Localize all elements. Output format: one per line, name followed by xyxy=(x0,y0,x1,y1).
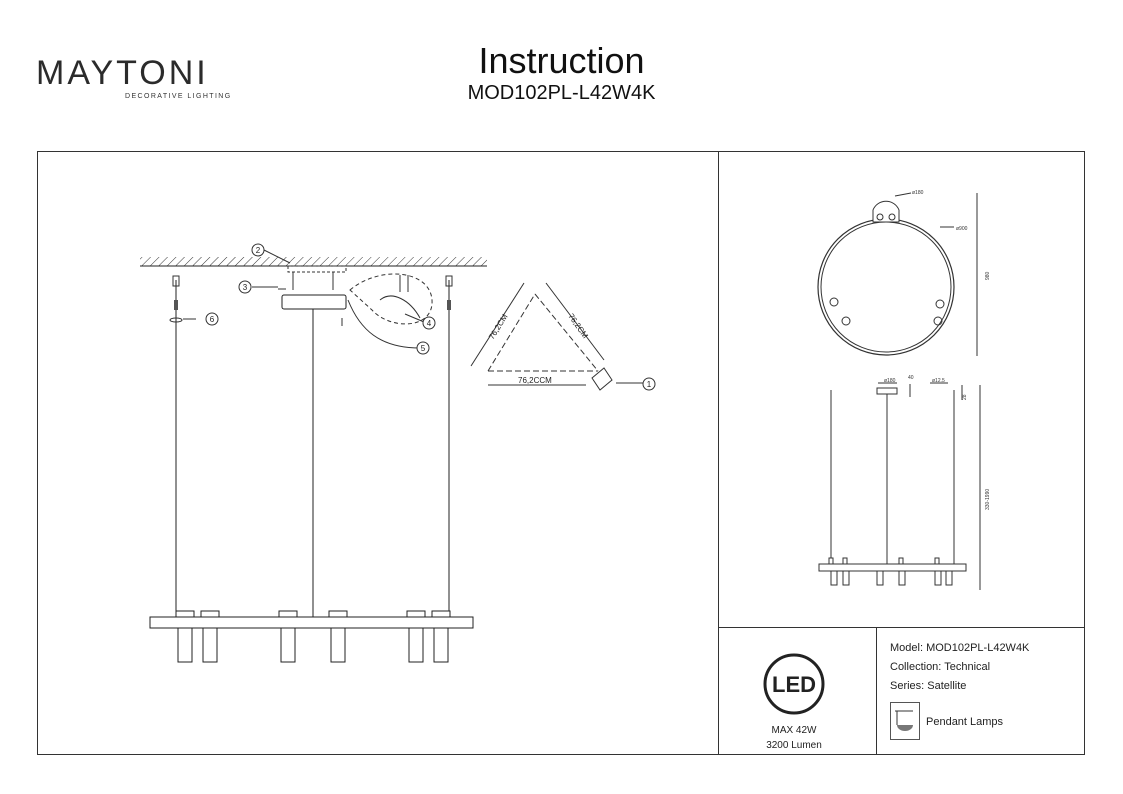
page-title: Instruction xyxy=(478,40,645,81)
frame-divider-vertical xyxy=(718,151,719,755)
info-model: Model: MOD102PL-L42W4K xyxy=(890,642,1030,654)
info-series: Series: Satellite xyxy=(890,680,967,692)
spec-lumen: 3200 Lumen xyxy=(766,740,822,751)
frame-divider-info xyxy=(876,627,877,755)
mounting-triangle xyxy=(470,282,643,391)
callout-4 xyxy=(422,316,436,330)
canopy-plate xyxy=(287,265,347,273)
pendant-lamp-icon xyxy=(890,702,920,740)
callout-5-label: 5 xyxy=(421,344,426,353)
dim-top-ring: ø900 xyxy=(956,226,968,232)
info-type: Pendant Lamps xyxy=(926,716,1004,728)
dim-side-height: 330-1990 xyxy=(985,489,991,510)
drawing-frame xyxy=(37,151,1085,755)
ring-outline xyxy=(817,218,955,356)
spec-power: MAX 42W xyxy=(771,725,817,736)
canopy xyxy=(281,294,347,310)
brand-name: MAYTONI xyxy=(36,54,209,92)
page-model-number: MOD102PL-L42W4K xyxy=(467,82,656,104)
ring-inner xyxy=(820,221,952,353)
callout-3 xyxy=(238,280,252,294)
callout-2-label: 2 xyxy=(256,246,261,255)
callout-1 xyxy=(642,377,656,391)
dim-top-canopy: ø180 xyxy=(912,190,924,196)
dim-top-height: 980 xyxy=(985,271,991,280)
frame-divider-horizontal xyxy=(718,627,1085,628)
led-icon-label: LED xyxy=(772,672,816,697)
callout-4-label: 4 xyxy=(427,319,432,328)
ceiling-hatch xyxy=(140,257,487,266)
led-icon: LED xyxy=(763,653,825,715)
brand-tagline: DECORATIVE LIGHTING xyxy=(125,93,232,100)
brand-logo: MAYTONI DECORATIVE LIGHTING xyxy=(36,54,232,104)
dim-side-canopy: ø180 xyxy=(884,378,896,384)
callout-3-label: 3 xyxy=(243,283,248,292)
dim-side-mount-height: 28 xyxy=(962,394,968,400)
callout-6-label: 6 xyxy=(210,315,215,324)
triangle-base-label: 76,2CCM xyxy=(518,376,552,385)
spotlights xyxy=(175,610,451,663)
callout-2 xyxy=(251,243,265,257)
light-bar xyxy=(149,616,474,629)
dim-side-mount: ø12.5 xyxy=(932,378,945,384)
callout-1-label: 1 xyxy=(647,380,652,389)
dim-side-canopy-height: 40 xyxy=(908,375,914,381)
info-collection: Collection: Technical xyxy=(890,661,991,673)
callout-5 xyxy=(416,341,430,355)
callout-6 xyxy=(205,312,219,326)
